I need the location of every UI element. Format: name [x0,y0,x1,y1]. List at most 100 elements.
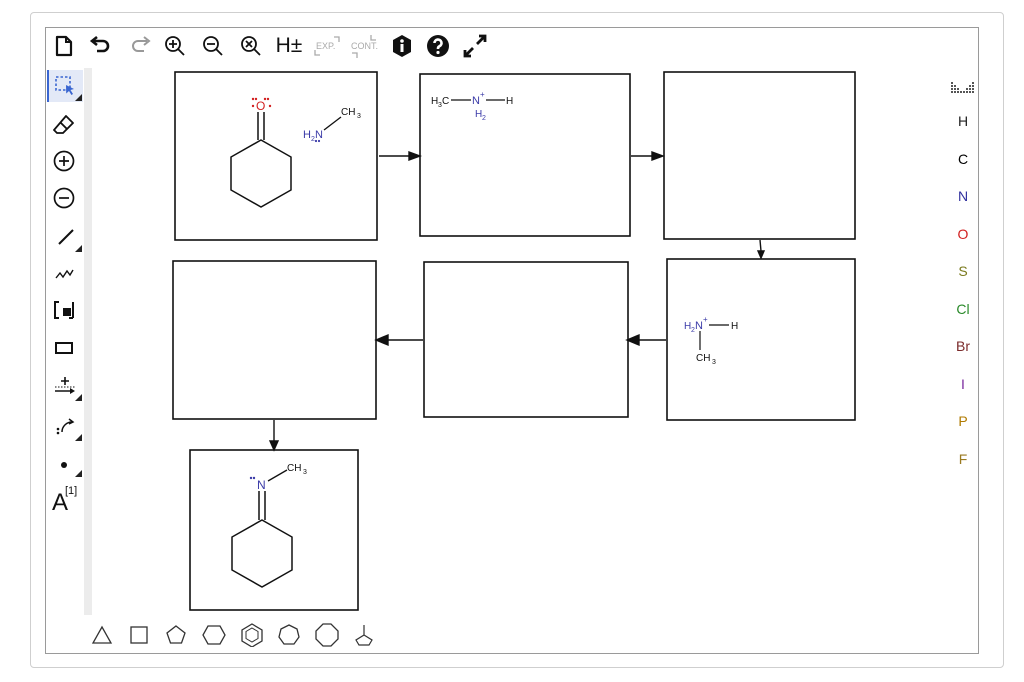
svg-text:H: H [731,321,738,332]
element-h-button[interactable]: H [957,113,969,129]
curved-arrow-icon [56,418,75,435]
element-f-button[interactable]: F [958,450,968,467]
bracket-tool[interactable] [49,295,79,325]
redo-icon [132,36,151,52]
radical-dot-icon [61,462,67,468]
reaction-arrow[interactable] [756,239,766,260]
svg-text:+: + [480,90,485,99]
zoom-out-icon [203,36,223,56]
bicyclic-icon [355,625,373,646]
reaction-arrow[interactable] [625,333,666,347]
chain-tool[interactable] [49,258,79,286]
hexagon-icon [202,625,226,645]
single-bond-tool[interactable] [49,221,83,253]
cyclohexanone-structure[interactable]: O [230,97,292,208]
svg-text:2: 2 [691,327,695,334]
fullscreen-icon [463,34,487,58]
methylammonium-structure[interactable]: H 3 C N + H H 2 [431,90,513,122]
rectangle-tool[interactable] [49,334,79,362]
periodic-table-icon [951,82,974,93]
element-s-button[interactable]: S [958,263,968,279]
contract-abbrev-icon [352,35,376,58]
methylamine-structure[interactable]: H 2 N CH 3 [303,107,361,143]
new-document-button[interactable] [51,33,77,59]
mechanism-box-7[interactable] [189,449,359,611]
select-tool[interactable] [47,70,83,102]
svg-text:2: 2 [311,136,315,143]
question-icon [427,35,449,57]
periodic-table-button[interactable] [948,76,978,98]
svg-text:N: N [257,478,266,492]
mechanism-box-5[interactable] [423,261,629,418]
svg-text:H: H [431,96,438,107]
info-button[interactable] [389,33,415,59]
reaction-arrow[interactable] [379,151,423,161]
eraser-icon [53,115,74,134]
zoom-in-icon [165,36,185,56]
element-c-button[interactable]: C [957,150,969,167]
svg-text:H: H [475,109,482,120]
reaction-arrow[interactable] [268,420,280,452]
element-br-button[interactable]: Br [956,338,970,354]
pentagon-template[interactable] [163,622,189,648]
hexagon-template[interactable] [201,622,227,648]
zoom-out-button[interactable] [200,33,226,59]
zoom-reset-button[interactable] [238,33,264,59]
svg-text:C: C [442,96,449,107]
reaction-scheme: O H 2 N CH 3 H 3 C N + H H 2 H 2 N + H C… [172,71,856,611]
plus-circle-icon [53,150,75,172]
element-o-button[interactable]: O [957,225,969,242]
minus-circle-icon [53,187,75,209]
bicyclic-template[interactable] [351,622,377,648]
triangle-icon [91,625,113,644]
expand-abbreviation-button[interactable]: EXP. [312,33,342,59]
element-p-button[interactable]: P [958,413,968,429]
svg-text:3: 3 [303,469,307,476]
atom-map-tool[interactable]: A [1] [49,484,83,516]
svg-text:3: 3 [357,113,361,120]
mechanism-box-1[interactable] [174,71,378,241]
svg-text:H: H [303,129,311,141]
drawing-canvas[interactable]: O H 2 N CH 3 H 3 C N + H H 2 H 2 N + H C… [92,68,944,615]
contract-abbreviation-button[interactable]: CONT. [349,33,379,59]
help-button[interactable] [424,33,452,59]
svg-text:3: 3 [712,359,716,366]
element-i-button[interactable]: I [961,375,965,392]
reaction-arrow-tool[interactable] [49,370,83,402]
document-icon [55,35,73,57]
oxygen-atom: O [256,99,265,113]
undo-icon [89,35,110,53]
svg-text:CH: CH [287,463,301,474]
heptagon-template[interactable] [276,622,302,648]
redo-button[interactable] [128,33,154,59]
mechanism-box-6[interactable] [666,258,856,421]
svg-text:N: N [695,320,703,332]
element-n-button[interactable]: N [957,188,969,204]
mechanism-box-3[interactable] [663,71,856,240]
zoom-in-button[interactable] [162,33,188,59]
rectangle-icon [55,342,73,354]
reaction-arrow[interactable] [631,151,666,161]
increase-charge-tool[interactable] [49,146,79,176]
reaction-arrow[interactable] [374,333,423,347]
svg-text:CH: CH [341,107,355,118]
eraser-tool[interactable] [49,110,79,140]
svg-text:N: N [472,95,480,107]
electron-pushing-tool[interactable] [49,410,83,442]
methylammonium-structure-2[interactable]: H 2 N + H CH 3 [684,315,738,366]
benzene-template[interactable] [239,622,265,648]
imine-product-structure[interactable]: N CH 3 [231,463,307,588]
undo-button[interactable] [87,33,113,59]
mechanism-box-4[interactable] [172,260,377,420]
svg-text:H: H [684,321,691,332]
svg-text:N: N [315,129,323,141]
lone-pair-tool[interactable] [49,448,83,478]
octagon-template[interactable] [313,622,341,648]
square-template[interactable] [126,622,152,648]
hydrogens-button[interactable]: H± [274,33,304,59]
mechanism-box-2[interactable] [419,73,631,237]
element-cl-button[interactable]: Cl [956,300,970,317]
decrease-charge-tool[interactable] [49,183,79,213]
triangle-template[interactable] [89,622,115,648]
fullscreen-button[interactable] [461,33,489,59]
